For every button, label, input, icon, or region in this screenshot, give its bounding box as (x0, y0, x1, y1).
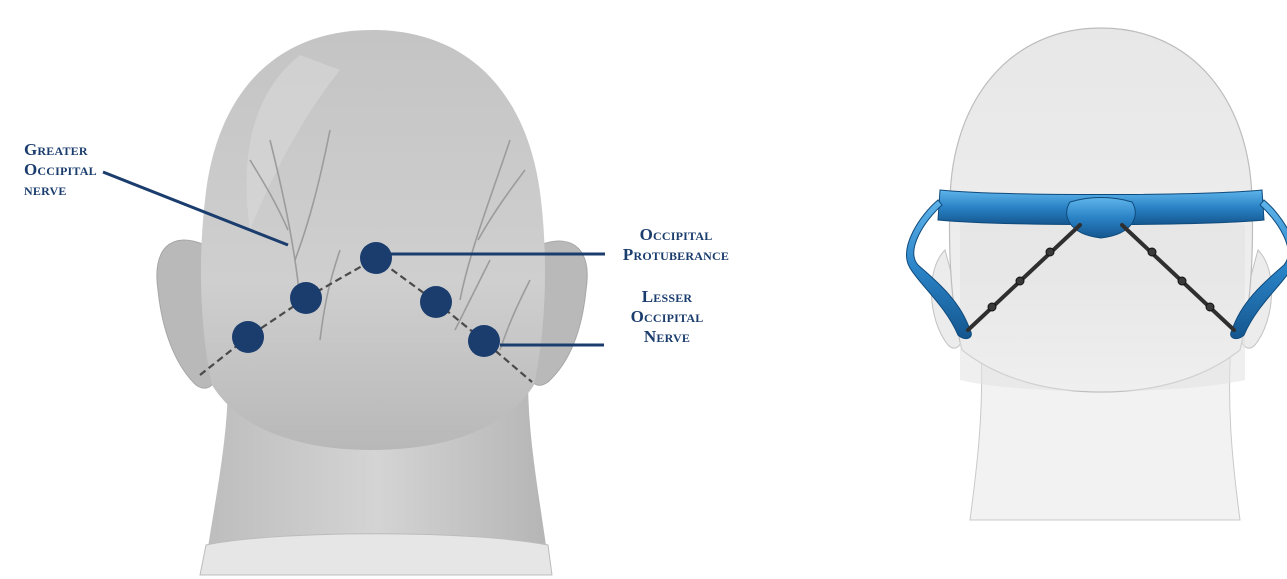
right-head-illustration (907, 28, 1287, 520)
label-line: Greater (24, 140, 97, 160)
protuberance-marker (360, 242, 392, 274)
nerve-point-marker (420, 286, 452, 318)
label-line: Occipital (24, 160, 97, 180)
label-line: nerve (24, 180, 97, 200)
label-line: Protuberance (610, 245, 742, 265)
occipital-protuberance-label: Occipital Protuberance (610, 225, 742, 265)
collar-shape (200, 534, 552, 575)
lesser-occipital-nerve-label: Lesser Occipital Nerve (606, 287, 728, 347)
nerve-point-marker (468, 325, 500, 357)
label-line: Lesser (606, 287, 728, 307)
label-line: Nerve (606, 327, 728, 347)
skull-shape (201, 30, 545, 450)
left-head-illustration (103, 30, 605, 575)
greater-occipital-nerve-label: Greater Occipital nerve (24, 140, 97, 200)
label-line: Occipital (610, 225, 742, 245)
band-shadow (960, 218, 1245, 392)
label-line: Occipital (606, 307, 728, 327)
nerve-point-marker (232, 321, 264, 353)
nerve-point-marker (290, 282, 322, 314)
